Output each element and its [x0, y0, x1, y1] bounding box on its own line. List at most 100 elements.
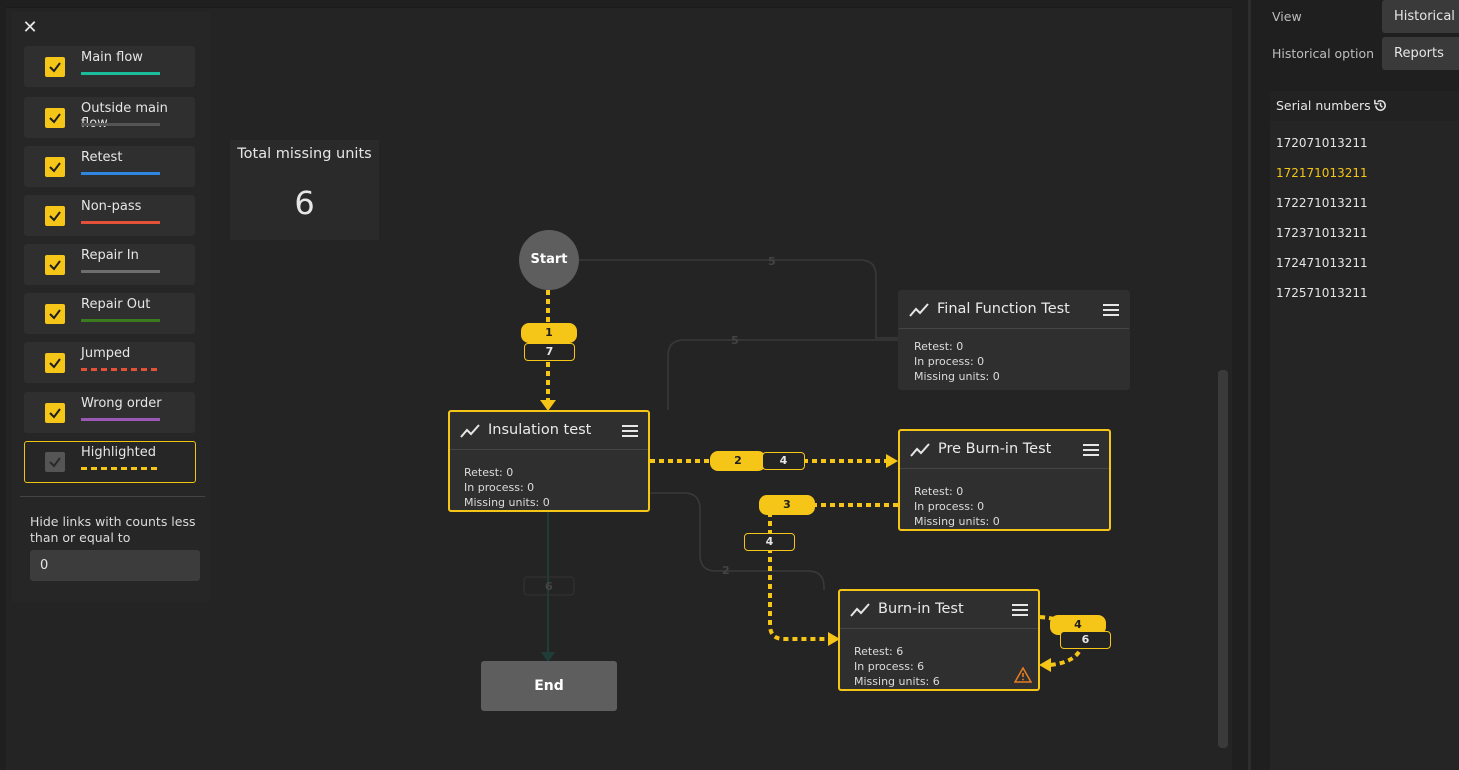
legend-divider	[20, 496, 205, 497]
node-header: Pre Burn-in Test	[900, 431, 1109, 469]
ghost-label-insulation-end: 6	[545, 580, 553, 593]
stat-retest: Retest: 6	[854, 645, 904, 658]
legend-label: Wrong order	[81, 396, 162, 411]
stat-in-process: In process: 0	[914, 500, 985, 513]
arrow-pre	[886, 454, 898, 468]
trend-chart-icon	[909, 303, 929, 317]
link-count-badge: 4	[744, 533, 795, 551]
close-icon[interactable]: ✕	[22, 17, 38, 38]
legend-label: Jumped	[81, 346, 131, 361]
node-title: Pre Burn-in Test	[938, 441, 1052, 457]
legend-item-jumped[interactable]: Jumped	[24, 342, 195, 383]
legend-item-retest[interactable]: Retest	[24, 146, 195, 187]
checkbox-checked-icon[interactable]	[45, 108, 65, 128]
serial-item[interactable]: 172471013211	[1276, 256, 1368, 270]
link-count-badge: 4	[762, 452, 805, 470]
warning-icon	[1014, 667, 1032, 683]
historical-option-select[interactable]: Reports	[1382, 37, 1459, 70]
legend-item-main-flow[interactable]: Main flow	[24, 46, 195, 87]
link-order-badge: 1	[521, 323, 577, 343]
stat-in-process: In process: 6	[854, 660, 925, 673]
historical-option-label: Historical option	[1272, 46, 1375, 61]
serial-item[interactable]: 172071013211	[1276, 136, 1368, 150]
legend-line-wrong-order	[81, 418, 160, 421]
hide-links-threshold-input[interactable]	[30, 550, 200, 581]
view-label: View	[1272, 9, 1302, 24]
menu-icon[interactable]	[1103, 304, 1119, 316]
node-pre-burn-in-test[interactable]: Pre Burn-in Test Retest: 0 In process: 0…	[898, 429, 1111, 531]
node-title: Insulation test	[488, 422, 592, 438]
legend-label: Repair Out	[81, 297, 151, 312]
menu-icon[interactable]	[1012, 604, 1028, 616]
legend-label: Repair In	[81, 248, 139, 263]
panel-divider[interactable]	[1248, 0, 1251, 770]
legend-line-repair-out	[81, 319, 160, 322]
arrow-burn	[828, 632, 840, 646]
serial-item[interactable]: 172371013211	[1276, 226, 1368, 240]
serial-item[interactable]: 172271013211	[1276, 196, 1368, 210]
link-count-badge: 6	[1060, 631, 1111, 649]
ghost-link-insulation-burn	[650, 492, 825, 590]
legend-label: Non-pass	[81, 199, 142, 214]
legend-line-outside-main-flow	[81, 123, 160, 126]
checkbox-checked-icon[interactable]	[45, 255, 65, 275]
ghost-link-insulation-final	[667, 339, 898, 410]
stat-in-process: In process: 0	[464, 481, 535, 494]
checkbox-checked-icon[interactable]	[45, 304, 65, 324]
hide-links-label: Hide links with counts less than or equa…	[30, 514, 196, 545]
serial-numbers-panel: Serial numbers 172071013211 172171013211…	[1270, 91, 1459, 770]
node-insulation-test[interactable]: Insulation test Retest: 0 In process: 0 …	[448, 410, 650, 512]
checkbox-checked-icon[interactable]	[45, 403, 65, 423]
legend-item-repair-out[interactable]: Repair Out	[24, 293, 195, 334]
legend-item-repair-in[interactable]: Repair In	[24, 244, 195, 285]
arrow-burn-self	[1039, 658, 1051, 672]
end-node[interactable]: End	[481, 661, 617, 711]
start-node[interactable]: Start	[519, 230, 579, 290]
stat-retest: Retest: 0	[914, 340, 964, 353]
menu-icon[interactable]	[622, 425, 638, 437]
checkbox-checked-icon[interactable]	[45, 157, 65, 177]
checkbox-checked-icon[interactable]	[45, 353, 65, 373]
stat-missing: Missing units: 0	[464, 496, 550, 509]
legend-item-non-pass[interactable]: Non-pass	[24, 195, 195, 236]
node-stats: Retest: 0 In process: 0 Missing units: 0	[914, 339, 1000, 384]
checkbox-checked-icon[interactable]	[45, 57, 65, 77]
node-stats: Retest: 6 In process: 6 Missing units: 6	[854, 644, 940, 689]
hl-link-pre-burn	[768, 503, 898, 641]
legend-line-retest	[81, 172, 160, 175]
stat-retest: Retest: 0	[464, 466, 514, 479]
node-final-function-test[interactable]: Final Function Test Retest: 0 In process…	[898, 290, 1130, 390]
ghost-label-insulation-final: 5	[731, 334, 739, 347]
legend-label: Outside main flow	[81, 101, 168, 131]
serial-item-selected[interactable]: 172171013211	[1276, 166, 1368, 180]
ghost-link-start-final	[579, 259, 898, 339]
node-title: Final Function Test	[937, 301, 1070, 317]
legend-item-highlighted[interactable]: Highlighted	[24, 441, 196, 483]
checkbox-checked-icon[interactable]	[45, 206, 65, 226]
ghost-label-start-final: 5	[768, 255, 776, 268]
serial-numbers-header: Serial numbers	[1270, 91, 1459, 121]
view-select[interactable]: Historical	[1382, 0, 1459, 33]
trend-chart-icon	[850, 603, 870, 617]
menu-icon[interactable]	[1083, 444, 1099, 456]
link-order-badge: 3	[759, 495, 815, 515]
legend-item-wrong-order[interactable]: Wrong order	[24, 392, 195, 433]
ghost-link-end-arrow	[541, 652, 555, 662]
serial-numbers-title: Serial numbers	[1276, 98, 1371, 113]
stat-in-process: In process: 0	[914, 355, 985, 368]
history-icon[interactable]	[1373, 98, 1388, 113]
trend-chart-icon	[910, 443, 930, 457]
link-count-badge: 7	[524, 343, 575, 361]
node-stats: Retest: 0 In process: 0 Missing units: 0	[914, 484, 1000, 529]
canvas-scrollbar[interactable]	[1218, 370, 1228, 748]
checkbox-checked-icon[interactable]	[45, 452, 65, 472]
node-header: Insulation test	[450, 412, 648, 450]
legend-label: Retest	[81, 150, 123, 165]
serial-item[interactable]: 172571013211	[1276, 286, 1368, 300]
node-burn-in-test[interactable]: Burn-in Test Retest: 6 In process: 6 Mis…	[838, 589, 1040, 691]
legend-line-jumped	[81, 368, 160, 371]
legend-item-outside-main-flow[interactable]: Outside main flow	[24, 97, 195, 138]
legend-line-highlighted	[81, 467, 160, 470]
link-order-badge: 2	[710, 451, 766, 471]
